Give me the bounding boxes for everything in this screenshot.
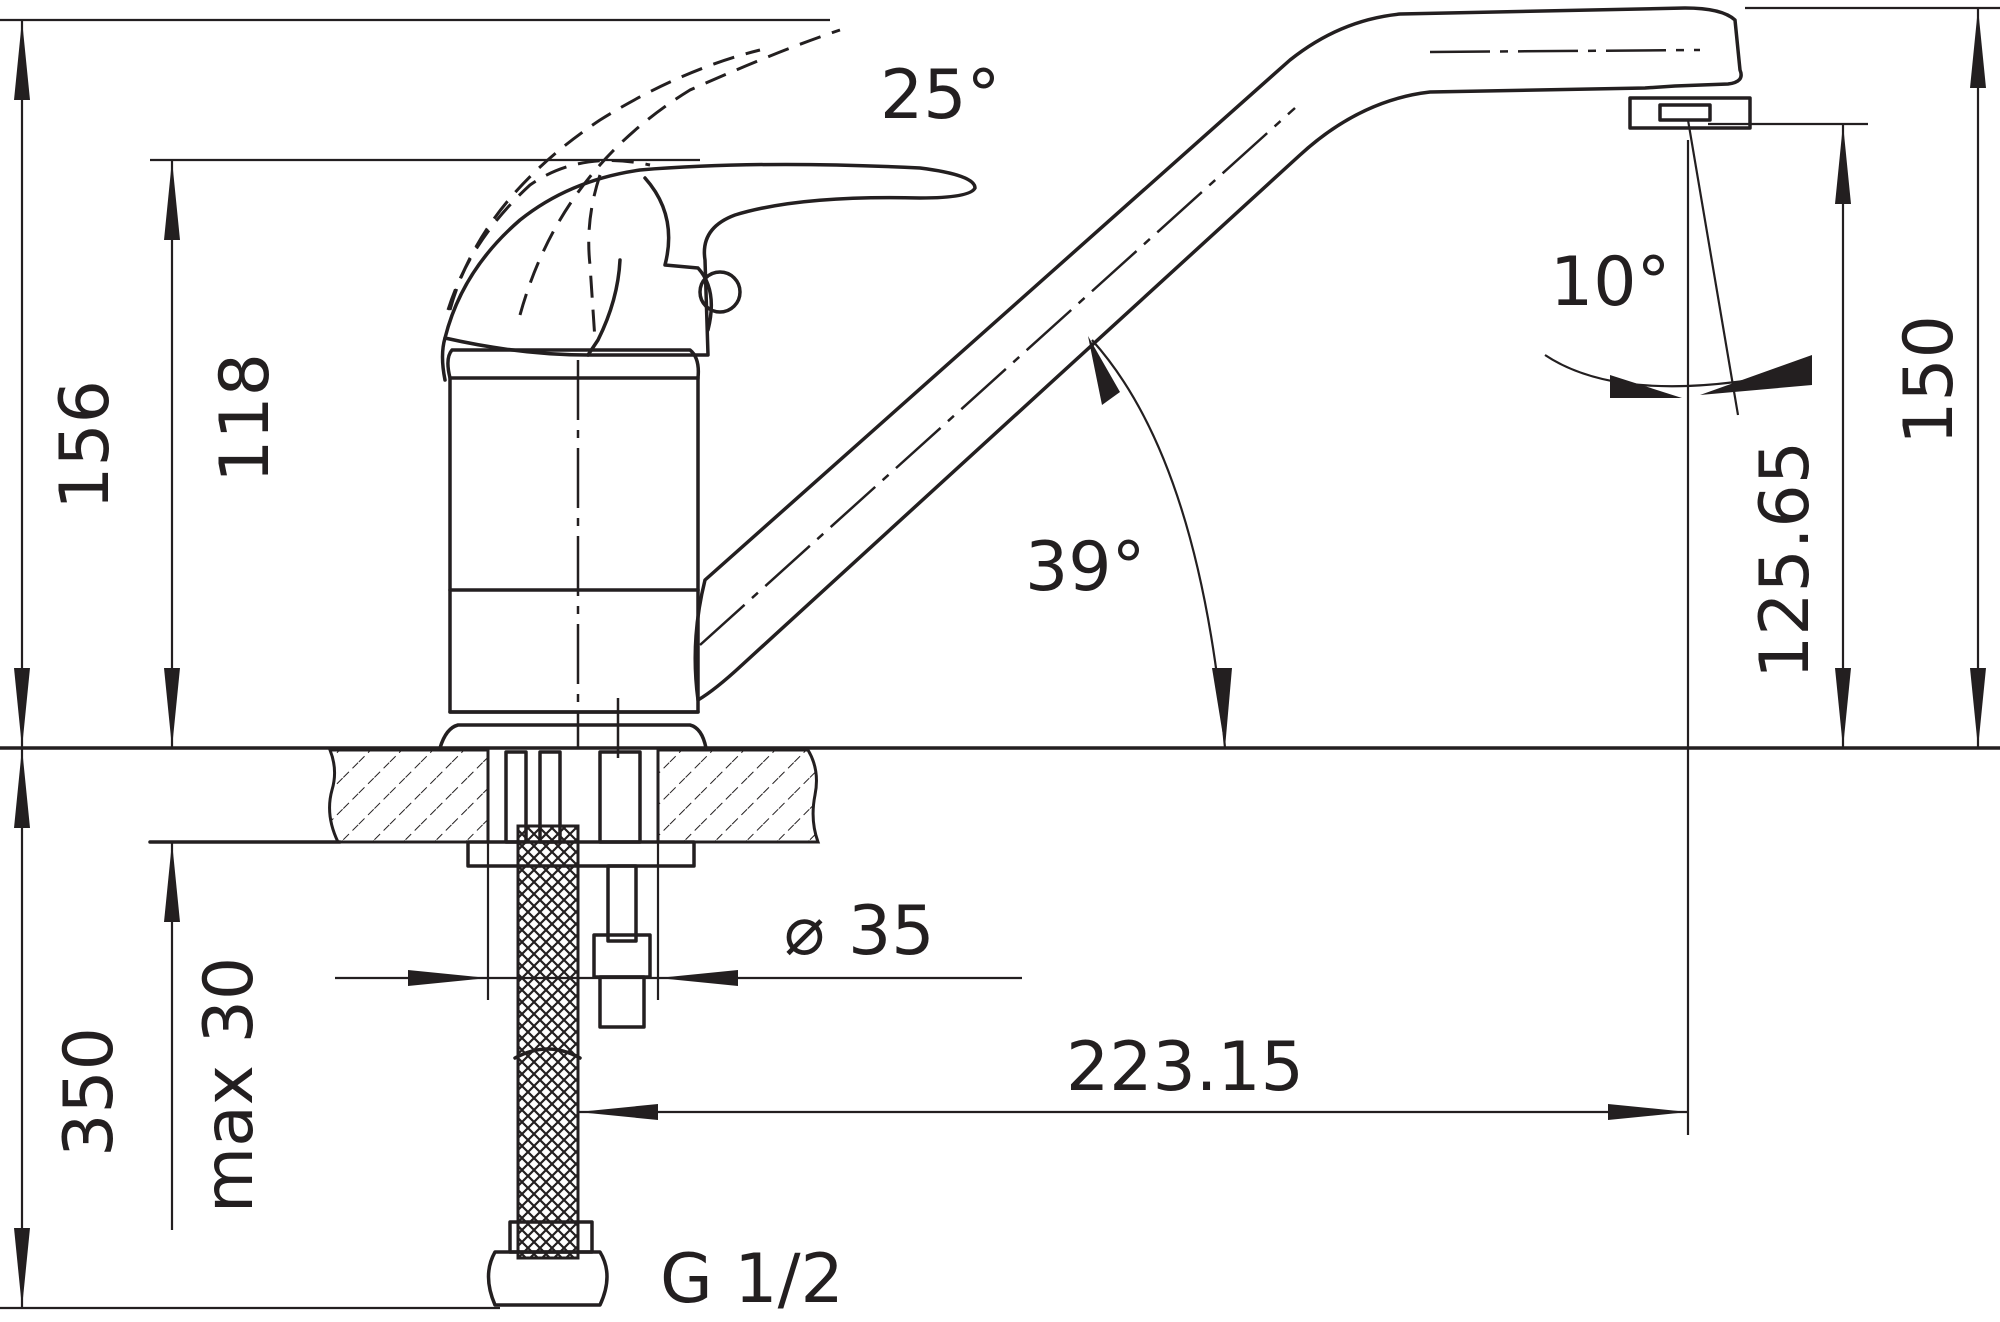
dim-drip-height: 125.65 <box>1708 122 1868 748</box>
dim-counter-thickness-label: max 30 <box>190 957 269 1213</box>
dim-spout-angle: 39° <box>1025 336 1232 749</box>
dim-hole-diameter-label: 35 <box>848 892 935 971</box>
dim-spout-reach-label: 223.15 <box>1066 1028 1304 1107</box>
dim-hole-diameter-symbol: ⌀ <box>784 892 825 971</box>
faucet-body <box>438 336 708 760</box>
dim-outlet-height-label: 150 <box>1890 315 1969 445</box>
dim-total-height-label: 156 <box>46 380 125 510</box>
dim-below-counter-label: 350 <box>50 1027 129 1157</box>
spout-angle-label: 39° <box>1025 528 1146 607</box>
dim-outlet-angle: 10° <box>1544 119 1812 1135</box>
dim-counter-thickness: max 30 <box>164 842 269 1230</box>
spout <box>693 6 1752 702</box>
dim-below-counter: 350 <box>0 748 500 1310</box>
lever-handle <box>443 28 977 357</box>
dim-outlet-height: 150 <box>1745 6 2000 748</box>
dim-spout-reach: 223.15 <box>578 1028 1688 1120</box>
dim-lever-height-label: 118 <box>206 353 285 483</box>
connection-thread-label: G 1/2 <box>660 1240 844 1319</box>
lever-tilt-angle-label: 25° <box>880 56 1001 135</box>
underside-fittings <box>466 750 696 1307</box>
counter-section <box>148 748 821 844</box>
outlet-angle-label: 10° <box>1550 243 1671 322</box>
dim-lever-height: 118 <box>150 158 700 748</box>
dim-total-height: 156 <box>0 18 830 748</box>
dim-drip-height-label: 125.65 <box>1746 441 1825 679</box>
dim-hole-diameter: ⌀ 35 <box>335 752 1022 1000</box>
